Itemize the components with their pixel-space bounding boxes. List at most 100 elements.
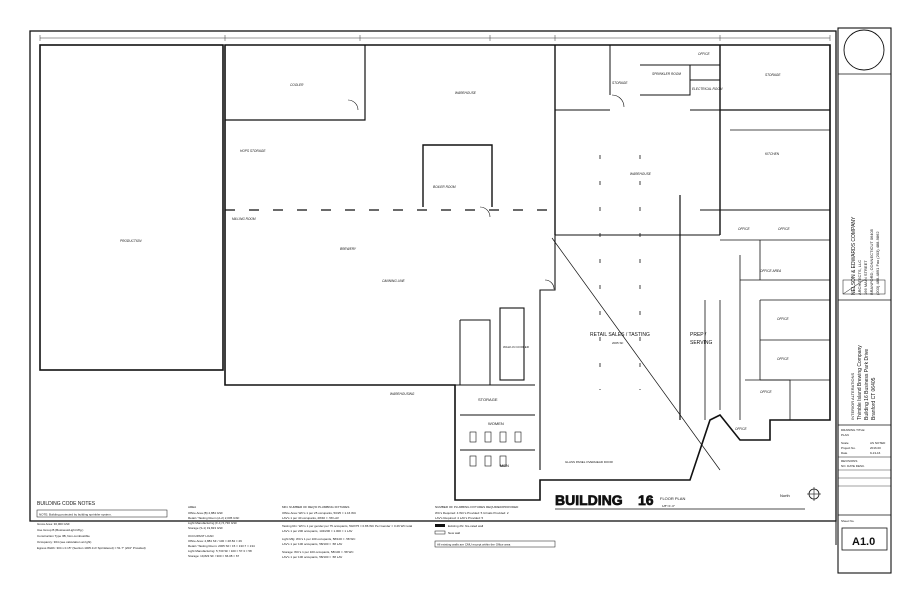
room-office-1: OFFICE xyxy=(698,52,711,56)
project-line-1: INTERIOR ALTERATIONS xyxy=(850,372,855,420)
room-warehousing: WAREHOUSING xyxy=(390,392,415,396)
revisions-columns: NO. DATE DESC. xyxy=(841,464,865,468)
legend-existing-swatch xyxy=(435,524,445,527)
room-labels: PRODUCTION COOLER WAREHOUSE HOPS STORAGE… xyxy=(120,52,791,468)
room-storage-2: STORAGE xyxy=(765,73,781,77)
fixtures-line: LAV's 1 per 100 occupants, 58/100 = .58 … xyxy=(282,555,342,559)
room-hops-storage: HOPS STORAGE xyxy=(240,149,266,153)
room-women: WOMEN xyxy=(488,421,504,426)
plan-title-scale: 1/8"=1'-0" xyxy=(662,504,675,508)
area-line: Retail / Tasting Room (A-2) 2,005 GSF xyxy=(188,516,239,520)
room-office-4: OFFICE xyxy=(777,317,790,321)
project-line-2: Thimble Island Brewing Company xyxy=(857,345,863,420)
plan-title-building: BUILDING xyxy=(555,492,623,508)
restroom-fixtures xyxy=(469,431,522,467)
provided-heading: NUMBER OF PLUMBING FIXTURES REQUIRED/PRO… xyxy=(435,505,519,509)
occupant-line: Storage: 19,823 SF / 300 = 66.08 = 67 xyxy=(188,554,240,558)
room-office-3: OFFICE xyxy=(778,227,791,231)
plan-title: BUILDING 16 FLOOR PLAN 1/8"=1'-0" North xyxy=(555,487,821,510)
room-office-area: OFFICE AREA xyxy=(760,269,781,273)
code-notes-heading: BUILDING CODE NOTES xyxy=(37,501,96,507)
code-notes: BUILDING CODE NOTES NOTE: Building prote… xyxy=(36,501,556,559)
scale-value: AS NOTED xyxy=(870,441,886,445)
room-office-2: OFFICE xyxy=(738,227,751,231)
legend-new-swatch xyxy=(434,530,446,535)
drawing-title: PLAN xyxy=(841,433,849,437)
firm-line-2: ARCHITECTS, LLC xyxy=(857,260,862,295)
fixtures-line: LAV's 1 per 200 occupants, 134/200 = 1.0… xyxy=(282,529,352,533)
legend-note: All existing walls are CMU except within… xyxy=(437,543,511,547)
legend-existing: Existing 2hr. fire-rated wall xyxy=(448,524,484,528)
room-kitchen: KITCHEN xyxy=(765,152,780,156)
gross-area: Gross Area: 30,000 GSF xyxy=(37,522,70,526)
egress-width: Egress Width: 304 x 0.15" (Section 1005.… xyxy=(37,546,146,550)
building-walls xyxy=(39,44,831,501)
use-group: Use Group B (Business/Light Mfg.) xyxy=(37,528,83,532)
occupant-line: Retail / Tasting Room: 2005 SF / 15 = 13… xyxy=(188,544,255,548)
fixtures-heading: MIN. NUMBER OF REQ'D PLUMBING FIXTURES xyxy=(282,505,349,509)
room-walk-in-cooler: WALK-IN COOLER xyxy=(503,345,530,349)
room-production: PRODUCTION xyxy=(120,239,142,243)
occupant-heading: OCCUPANT LOAD xyxy=(188,534,214,538)
occupant-line: Office Area: 2,884 SF / 100 = 28.84 = 29 xyxy=(188,539,242,543)
room-brewery: BREWERY xyxy=(340,247,357,251)
room-office-5: OFFICE xyxy=(777,357,790,361)
project-line-3: Building 16 Business Park Drive xyxy=(864,349,870,420)
firm-line-4: BRANFORD, CONNECTICUT 06405 xyxy=(869,228,874,295)
occupant-line: Light Manufacturing: 5,730 SF / 100 = 57… xyxy=(188,549,252,553)
room-sprinkler: SPRINKLER ROOM xyxy=(652,72,681,76)
area-line: Office Area (B) 2,884 GSF xyxy=(188,511,223,515)
architect-seal xyxy=(843,29,885,71)
firm-line-5: (203) 488-4891 Fax (203) 488-9862 xyxy=(875,231,880,295)
room-office-7: OFFICE xyxy=(735,427,748,431)
legend-new: New wall xyxy=(448,531,460,535)
room-men: MEN xyxy=(500,463,509,468)
date-value: 9-13-16 xyxy=(870,451,881,455)
door-swings xyxy=(347,94,625,290)
fixtures-line: Office Area: WC's 1 per 25 occupants, 50… xyxy=(282,511,357,515)
room-warehouse: WAREHOUSE xyxy=(455,91,477,95)
room-retail-area: 2005 SF xyxy=(612,341,624,345)
room-electrical: ELECTRICAL ROOM xyxy=(692,87,723,91)
firm-line-3: 166 MAIN STREET xyxy=(863,260,868,295)
area-heading: AREA xyxy=(188,505,196,509)
firm-line-1: NELSON & EDWARDS COMPANY xyxy=(851,216,857,295)
glass-panel-label: GLASS PANEL OVERHEAD DOOR xyxy=(565,460,614,464)
plan-title-number: 16 xyxy=(638,492,654,508)
sheet-border xyxy=(29,30,837,522)
project-label: Project No. xyxy=(841,446,856,450)
room-serving: SERVING xyxy=(690,340,713,346)
project-line-4: Branford CT 06405 xyxy=(871,377,877,420)
room-boiler: BOILER ROOM xyxy=(433,185,456,189)
sprinkler-note: NOTE: Building protected by building spr… xyxy=(39,513,112,517)
room-storage-1: STORAGE xyxy=(612,81,628,85)
provided-line: WC's Required: 4 WC's Provided: 5 Urinal… xyxy=(435,511,509,515)
revisions-label: REVISIONS xyxy=(841,459,857,463)
room-milling: MILLING ROOM xyxy=(232,217,256,221)
area-line: Light Manufacturing (F-1) 5,730 GSF xyxy=(188,521,237,525)
fixtures-line: LAV's 1 per 40 occupants, 28/40 = .58 LA… xyxy=(282,516,339,520)
scale-label: Scale xyxy=(841,441,849,445)
room-warehouse-right: WAREHOUSE xyxy=(630,172,652,176)
date-label: Date xyxy=(841,451,848,455)
drawing-title-label: DRAWING TITLE: xyxy=(841,428,865,432)
sheet-number: A1.0 xyxy=(852,536,875,548)
project-value: 2016.00 xyxy=(870,446,881,450)
construction-type: Construction Type IIB, Non-combustible xyxy=(37,534,90,538)
room-storage-main: STORAGE xyxy=(478,397,498,402)
area-line: Storage (S-1) 19,823 GSF xyxy=(188,526,223,530)
sheet-label: Sheet No. xyxy=(841,519,855,523)
fixtures-line: Light Mfg: WC's 1 per 100 occupants, 58/… xyxy=(282,537,356,541)
occupancy: Occupancy: 304 (see calculation at right… xyxy=(37,540,91,544)
room-office-6: OFFICE xyxy=(760,390,773,394)
provided-line: LAV's Required: 4 LAV's Provided: 5 xyxy=(435,516,484,520)
top-dimension-line xyxy=(39,35,831,41)
north-label: North xyxy=(780,493,790,498)
fixtures-line: Storage: WC's 1 per 100 occupants, 58/10… xyxy=(282,550,354,554)
room-cooler: COOLER xyxy=(290,83,304,87)
room-retail: RETAIL SALES / TASTING xyxy=(590,332,650,338)
plan-title-floor-plan: FLOOR PLAN xyxy=(660,496,685,501)
room-prep: PREP / xyxy=(690,332,707,338)
